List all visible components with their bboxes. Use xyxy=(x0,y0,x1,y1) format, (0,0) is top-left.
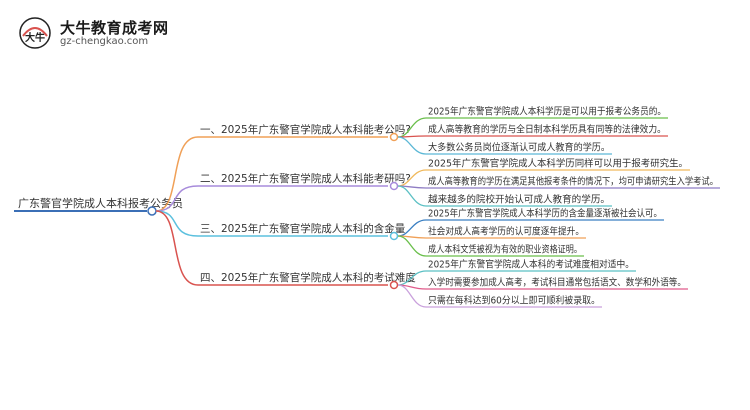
logo-mark-text: 大牛 xyxy=(25,31,45,44)
branch-label: 一、2025年广东警官学院成人本科能考公吗? xyxy=(200,123,411,136)
logo-mark-icon: 大牛 xyxy=(19,17,51,49)
leaf-connector xyxy=(397,185,427,207)
leaf-label: 2025年广东警官学院成人本科学历的含金量逐渐被社会认可。 xyxy=(428,208,662,220)
leaf-connector xyxy=(397,235,427,257)
leaf-label: 2025年广东警官学院成人本科学历是可以用于报考公务员的。 xyxy=(428,106,666,118)
branch-connector xyxy=(155,210,199,237)
branch-connector xyxy=(155,210,199,286)
branch-node-handle[interactable] xyxy=(389,280,399,290)
root-node-handle[interactable] xyxy=(147,206,157,216)
branch-label: 四、2025年广东警官学院成人本科的考试难度 xyxy=(200,271,416,284)
leaf-label: 2025年广东警官学院成人本科的考试难度相对适中。 xyxy=(428,259,634,271)
leaf-label: 越来越多的院校开始认可成人教育的学历。 xyxy=(428,194,610,206)
root-label: 广东警官学院成人本科报考公务员 xyxy=(18,196,183,210)
site-name: 大牛教育成考网 xyxy=(60,19,169,37)
leaf-label: 入学时需要参加成人高考，考试科目通常包括语文、数学和外语等。 xyxy=(428,277,686,289)
branch-connector xyxy=(155,136,199,212)
leaf-label: 成人高等教育的学历与全日制本科学历具有同等的法律效力。 xyxy=(428,124,666,136)
site-url: gz-chengkao.com xyxy=(60,36,149,47)
branch-label: 三、2025年广东警官学院成人本科的含金量 xyxy=(200,222,406,235)
branch-node-handle[interactable] xyxy=(389,132,399,142)
branch-node-handle[interactable] xyxy=(389,231,399,241)
leaf-label: 社会对成人高考学历的认可度逐年提升。 xyxy=(428,226,584,238)
leaf-label: 大多数公务员岗位逐渐认可成人教育的学历。 xyxy=(428,142,610,154)
leaf-connector xyxy=(397,136,427,155)
leaf-label: 只需在每科达到60分以上即可顺利被录取。 xyxy=(428,295,600,307)
branch-connector xyxy=(155,185,199,212)
leaf-label: 成人本科文凭被视为有效的职业资格证明。 xyxy=(428,244,582,256)
leaf-label: 2025年广东警官学院成人本科学历同样可以用于报考研究生。 xyxy=(428,158,688,170)
site-logo[interactable]: 大牛 大牛教育成考网 gz-chengkao.com xyxy=(18,16,198,52)
leaf-connector xyxy=(397,284,427,308)
branch-node-handle[interactable] xyxy=(389,181,399,191)
leaf-label: 成人高等教育的学历在满足其他报考条件的情况下，均可申请研究生入学考试。 xyxy=(428,176,718,188)
branch-label: 二、2025年广东警官学院成人本科能考研吗? xyxy=(200,172,411,185)
